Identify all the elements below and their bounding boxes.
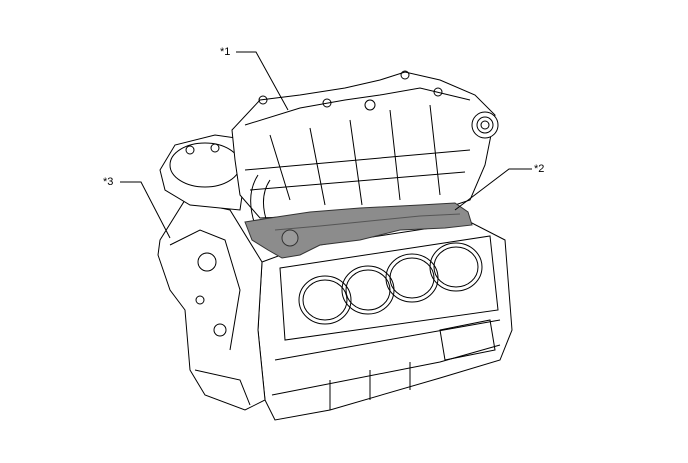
callout-label-1: *1 bbox=[220, 46, 231, 58]
callout-leaders bbox=[120, 51, 532, 239]
intake-manifold-gasket-highlighted bbox=[244, 202, 473, 259]
intake-manifold bbox=[231, 70, 499, 226]
callout-label-2: *2 bbox=[534, 163, 545, 175]
leader-1 bbox=[236, 51, 289, 111]
leader-2 bbox=[454, 168, 532, 211]
callout-label-3: *3 bbox=[103, 176, 114, 188]
timing-chain-cover bbox=[157, 199, 266, 411]
cylinder-block bbox=[257, 221, 513, 421]
leader-3 bbox=[120, 181, 171, 239]
